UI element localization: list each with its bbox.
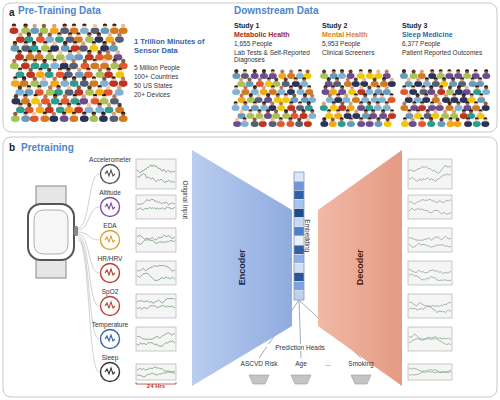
embedding-cell: [294, 172, 304, 181]
text-label: Study 3: [402, 22, 427, 30]
text-label: Temperature: [82, 321, 138, 328]
text-label: Sleep: [82, 354, 138, 361]
group-label: Prediction Heads: [267, 344, 333, 351]
sensor-glyph: [105, 335, 115, 341]
sensor-icon: Temperature: [82, 321, 138, 351]
study-group: Study 3Sleep Medicine6,377 PeoplePatient…: [400, 22, 492, 66]
sensor-glyph: [105, 302, 115, 308]
text-label: Clinical Screeners: [322, 49, 396, 56]
embedding-cell: [294, 190, 304, 199]
text-label: 5,953 People: [322, 40, 360, 47]
duration-label: 24 Hrs: [136, 383, 176, 390]
embedding-cell: [294, 227, 304, 236]
text-label: 20+ Devices: [134, 91, 170, 98]
embedding-cell: [294, 181, 304, 190]
embedding-cell: [294, 199, 304, 208]
sensor-leaders: [78, 174, 99, 372]
prediction-head: Age: [284, 360, 318, 388]
text-label: Sleep Medicine: [402, 31, 453, 39]
text-label: EDA: [82, 222, 138, 229]
head-cup: [351, 375, 371, 384]
text-label: Patient Reported Outcomes: [402, 49, 490, 56]
sensor-circle: [101, 231, 120, 250]
sensor-icon: Accelerometer: [82, 156, 138, 186]
sensor-circle: [101, 264, 120, 283]
prediction-head: Smoking: [338, 360, 384, 388]
embedding-cell: [294, 282, 304, 291]
embedding-cell: [294, 218, 304, 227]
text-label: Pre-Training Data: [18, 5, 101, 17]
text-label: 5 Million People: [134, 64, 180, 71]
panel-frame: [3, 137, 497, 397]
text-label: Decoder: [355, 227, 365, 307]
embedding-cell: [294, 209, 304, 218]
text-label: SpO2: [82, 288, 138, 295]
text-label: a: [9, 7, 15, 19]
signal-strips: [136, 159, 452, 384]
axis-label: Original Input: [181, 165, 188, 235]
ellipsis: ...: [321, 360, 335, 368]
sensor-glyph: [105, 368, 115, 374]
text-label: Study 1: [234, 22, 259, 30]
text-label: ASCVD Risk: [234, 360, 284, 367]
panel: b PretrainingAccelerometerAltitudeEDA HR/H…: [4, 138, 496, 396]
sensor-glyph: [105, 236, 115, 242]
text-label: 1,655 People: [234, 40, 272, 47]
embedding-cell: [294, 273, 304, 282]
sensor-icon: EDA: [82, 222, 138, 252]
text-label: b: [9, 142, 15, 154]
text-label: 6,377 People: [402, 40, 440, 47]
text-label: Age: [284, 360, 318, 367]
text-label: HR/HRV: [82, 255, 138, 262]
text-label: Altitude: [82, 189, 138, 196]
sensor-glyph: [105, 269, 115, 275]
sensor-circle: [101, 297, 120, 316]
smartwatch: [28, 186, 78, 278]
text-label: Downstream Data: [234, 5, 318, 17]
embedding-cell: [294, 291, 304, 300]
embedding-cell: [294, 263, 304, 272]
embedding-cell: [294, 245, 304, 254]
downstream-group: Downstream DataStudy 1Metabolic Health1,…: [230, 4, 494, 130]
embedding-vector: Embedding: [294, 172, 316, 300]
text-label: Lab Tests & Self-Reported Diagnoses: [234, 49, 316, 64]
sensor-icon: Sleep: [82, 354, 138, 384]
sensor-circle: [101, 165, 120, 184]
sensor-glyph: [105, 203, 115, 209]
sensor-icon: Altitude: [82, 189, 138, 219]
study-group: Study 2Mental Health5,953 PeopleClinical…: [320, 22, 398, 66]
text-label: Metabolic Health: [234, 31, 290, 39]
study-group: Study 1Metabolic Health1,655 PeopleLab T…: [232, 22, 318, 66]
text-label: Pretraining: [21, 142, 74, 154]
sensor-icon: HR/HRV: [82, 255, 138, 285]
sensor-glyph: [105, 170, 115, 176]
panel: aPre-Training Data 1 Trillion Minutes of …: [4, 4, 496, 132]
sensor-circle: [101, 198, 120, 217]
text-label: Smoking: [338, 360, 384, 367]
text-label: Study 2: [322, 22, 347, 30]
embedding-cell: [294, 236, 304, 245]
sensor-circle: [101, 330, 120, 349]
pretraining-group: Pre-Training Data 1 Trillion Minutes of S…: [8, 4, 228, 130]
embedding-cell: [294, 254, 304, 263]
text-label: Accelerometer: [82, 156, 138, 163]
text-label: 1 Trillion Minutes of Sensor Data: [134, 38, 226, 55]
crowd-illustration: [10, 23, 491, 127]
panel-frame: [3, 3, 497, 132]
text-label: Mental Health: [322, 31, 368, 39]
head-cup: [291, 375, 311, 384]
sensor-circle: [101, 363, 120, 382]
text-label: Embedding: [303, 206, 310, 266]
sensor-icon: SpO2: [82, 288, 138, 318]
text-label: Encoder: [237, 227, 247, 307]
prediction-head: ASCVD Risk: [234, 360, 284, 388]
head-cup: [249, 375, 269, 384]
text-label: 50 US States: [134, 82, 172, 89]
text-label: 100+ Countries: [134, 73, 178, 80]
